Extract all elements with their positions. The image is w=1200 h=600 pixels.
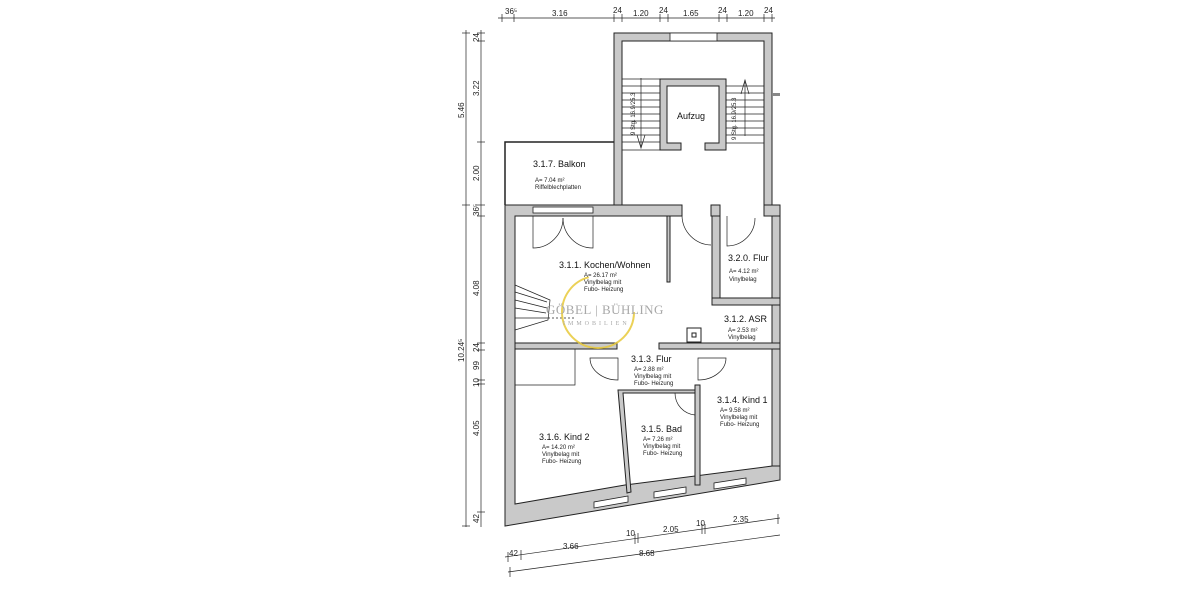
dim-bottom-4: 10 [696,519,705,528]
dim-top-3: 1.20 [633,9,649,18]
chimney [686,327,702,343]
room-floor: Vinylbelag mit [643,444,681,450]
room-flur-313: 3.1.3. Flur A= 2.88 m² Vinylbelag mit Fu… [631,354,673,387]
watermark-line2: IMMOBILIEN [563,321,630,327]
room-area: A= 26.17 m² [584,273,617,279]
dim-left-outer-0: 5.46 [457,102,466,118]
elevator-shaft [659,78,727,151]
dim-left-inner-5: 24 [472,343,481,352]
bottom-windows [593,477,747,509]
dim-left-inner-7: 10 [472,378,481,387]
room-bad: 3.1.5. Bad A= 7.26 m² Vinylbelag mit Fub… [641,424,682,457]
room-kind-2: 3.1.6. Kind 2 A= 14.20 m² Vinylbelag mit… [539,432,590,465]
room-heating: Fubo- Heizung [542,459,581,465]
room-name: 3.1.1. Kochen/Wohnen [559,260,650,270]
room-name: 3.1.2. ASR [724,314,768,324]
room-floor: Vinylbelag mit [634,374,672,380]
room-asr: 3.1.2. ASR A= 2.53 m² Vinylbelag [724,314,768,341]
room-name: 3.1.6. Kind 2 [539,432,590,442]
dim-bottom-0: 42 [509,549,518,558]
stair-core: Aufzug 9 Stg. 16.9/25.3 9 Stg. 16.9/25.3 [613,32,780,206]
dim-bottom-1: 3.66 [563,542,579,551]
room-area: A= 2.53 m² [728,328,758,334]
dim-left-inner-0: 24 [472,33,481,42]
window [669,32,718,42]
room-floor: Vinylbelag [728,335,756,341]
balcony [504,141,614,205]
room-area: A= 7.04 m² [535,178,565,184]
dim-top-2: 24 [613,6,622,15]
room-area: A= 7.26 m² [643,437,673,443]
dim-top-0: 36⁵ [505,7,517,16]
dim-bottom-6: 8.68 [639,549,655,558]
top-dimension-chain: 36⁵ 3.16 24 1.20 24 1.65 24 1.20 24 [498,6,775,22]
room-floor: Vinylbelag [729,277,757,283]
dim-left-inner-6: 99 [472,361,481,370]
bottom-dimension-chain: 42 3.66 10 2.05 10 2.35 8.68 [504,514,781,577]
room-area: A= 4.12 m² [729,269,759,275]
room-heating: Fubo- Heizung [643,451,682,457]
room-floor: Vinylbelag mit [584,280,622,286]
room-heating: Fubo- Heizung [720,422,759,428]
room-balkon: 3.1.7. Balkon A= 7.04 m² Riffelblechplat… [533,159,586,191]
apartment-walls [504,204,781,527]
dim-left-inner-8: 4.05 [472,420,481,436]
dim-top-4: 24 [659,6,668,15]
left-dimension-chain: 5.46 10.24⁵ 24 3.22 2.00 36⁵ 4.08 24 99 … [457,30,485,527]
balcony-door-window [532,206,594,214]
room-kochen-wohnen: 3.1.1. Kochen/Wohnen A= 26.17 m² Vinylbe… [559,260,650,293]
dim-left-outer-1: 10.24⁵ [457,339,466,362]
dim-top-1: 3.16 [552,9,568,18]
room-name: 3.2.0. Flur [728,253,769,263]
stair-left-label: 9 Stg. 16.9/25.3 [631,92,637,135]
room-area: A= 9.58 m² [720,408,750,414]
room-area: A= 2.88 m² [634,367,664,373]
elevator-label: Aufzug [677,111,705,121]
room-floor: Vinylbelag mit [542,452,580,458]
room-name: 3.1.3. Flur [631,354,672,364]
dim-left-inner-4: 4.08 [472,280,481,296]
room-kind-1: 3.1.4. Kind 1 A= 9.58 m² Vinylbelag mit … [717,395,768,428]
dim-top-8: 24 [764,6,773,15]
room-heating: Fubo- Heizung [584,287,623,293]
dim-left-inner-3: 36⁵ [472,204,481,216]
dim-left-inner-1: 3.22 [472,80,481,96]
room-heating: Fubo- Heizung [634,381,673,387]
watermark-line1: GÖBEL | BÜHLING [546,302,664,317]
dim-top-5: 1.65 [683,9,699,18]
room-name: 3.1.7. Balkon [533,159,586,169]
stair-right-label: 9 Stg. 16.9/25.3 [732,97,738,140]
watermark-logo: GÖBEL | BÜHLING IMMOBILIEN [546,275,664,349]
dim-left-inner-9: 42 [472,514,481,523]
dim-bottom-5: 2.35 [733,515,749,524]
room-name: 3.1.5. Bad [641,424,682,434]
dim-left-inner-2: 2.00 [472,165,481,181]
room-floor: Vinylbelag mit [720,415,758,421]
room-floor: Riffelblechplatten [535,185,581,191]
stair-left [622,78,660,151]
dim-bottom-3: 2.05 [663,525,679,534]
room-area: A= 14.20 m² [542,445,575,451]
dim-top-7: 1.20 [738,9,754,18]
interior-stair [514,284,576,386]
room-flur-320: 3.2.0. Flur A= 4.12 m² Vinylbelag [728,253,769,283]
dim-bottom-2: 10 [626,529,635,538]
room-name: 3.1.4. Kind 1 [717,395,768,405]
stair-right [726,78,764,144]
dim-top-6: 24 [718,6,727,15]
doors [532,215,756,416]
